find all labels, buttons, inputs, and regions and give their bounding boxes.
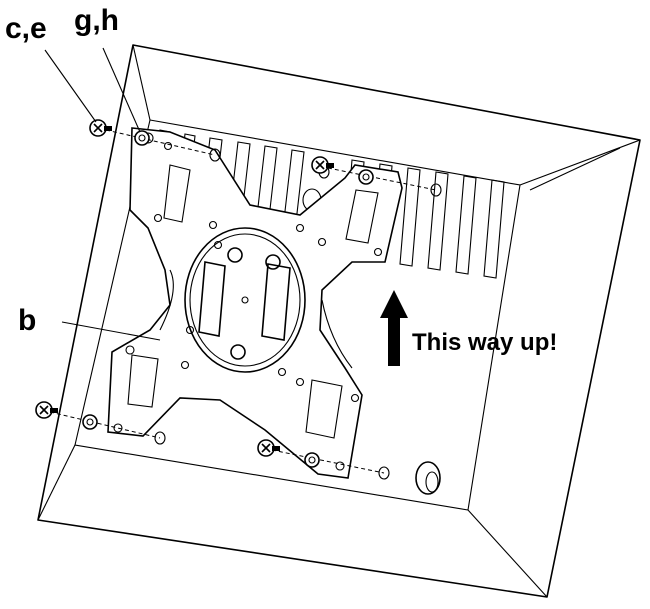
- screw-top-right: [311, 156, 437, 191]
- screw-bottom-left: [35, 401, 161, 439]
- washer-icon: [304, 452, 320, 468]
- screw-top-left: [89, 119, 216, 156]
- label-screws: c,e: [5, 12, 47, 45]
- washer-icon: [134, 130, 150, 146]
- washer-icon: [358, 169, 374, 185]
- screw-bottom-right: [257, 439, 385, 474]
- label-direction: This way up!: [412, 329, 557, 356]
- leader-lines: [44, 47, 161, 341]
- up-arrow-icon: [380, 290, 408, 366]
- center-mount: [184, 227, 306, 373]
- bracket-holes: [113, 132, 383, 471]
- washer-icon: [82, 414, 98, 430]
- label-bracket: b: [18, 304, 36, 337]
- tv-back-panel: [37, 44, 641, 598]
- label-washers: g,h: [74, 4, 119, 37]
